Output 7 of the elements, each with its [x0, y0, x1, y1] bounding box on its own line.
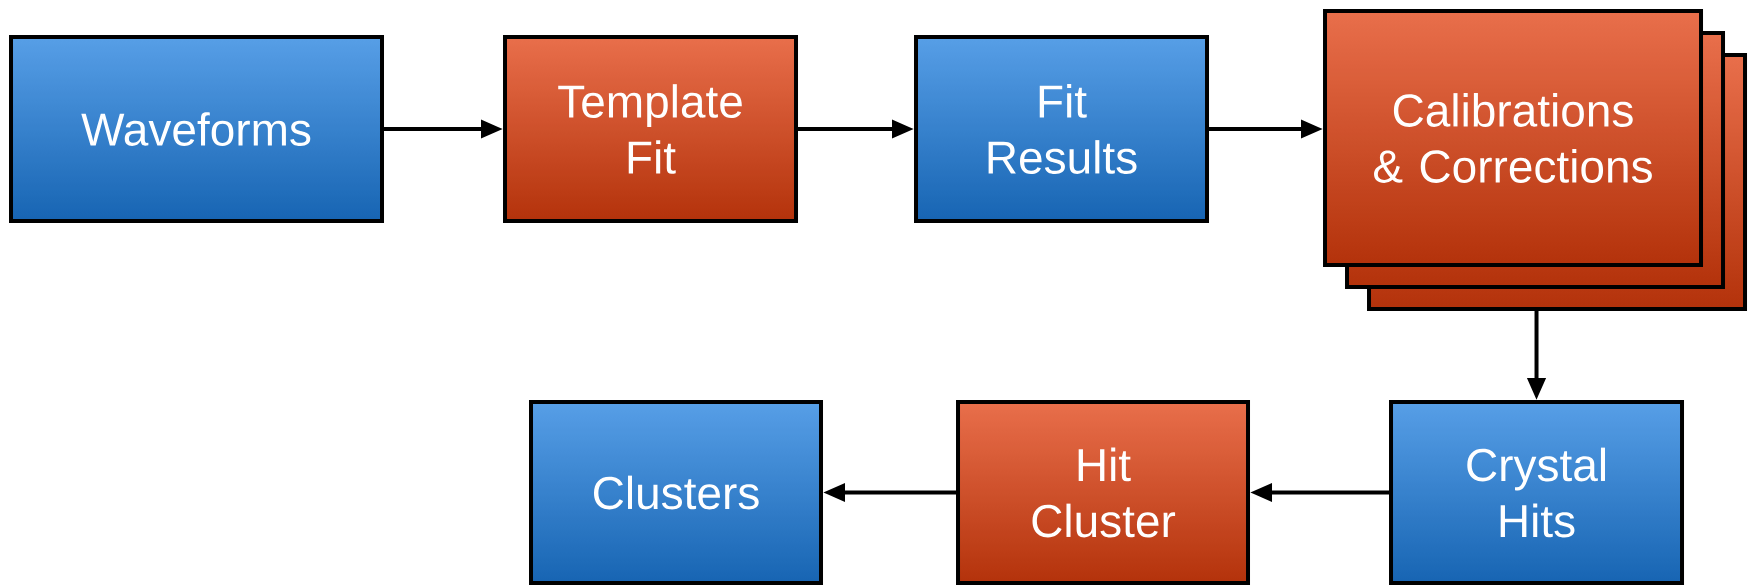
process-box: Template Fit	[503, 35, 798, 223]
process-box: Calibrations & Corrections	[1323, 9, 1747, 311]
process-box: Fit Results	[914, 35, 1209, 223]
process-box: Crystal Hits	[1389, 400, 1684, 585]
process-box: Clusters	[529, 400, 823, 585]
process-box: Waveforms	[9, 35, 384, 223]
process-box: Hit Cluster	[956, 400, 1250, 585]
